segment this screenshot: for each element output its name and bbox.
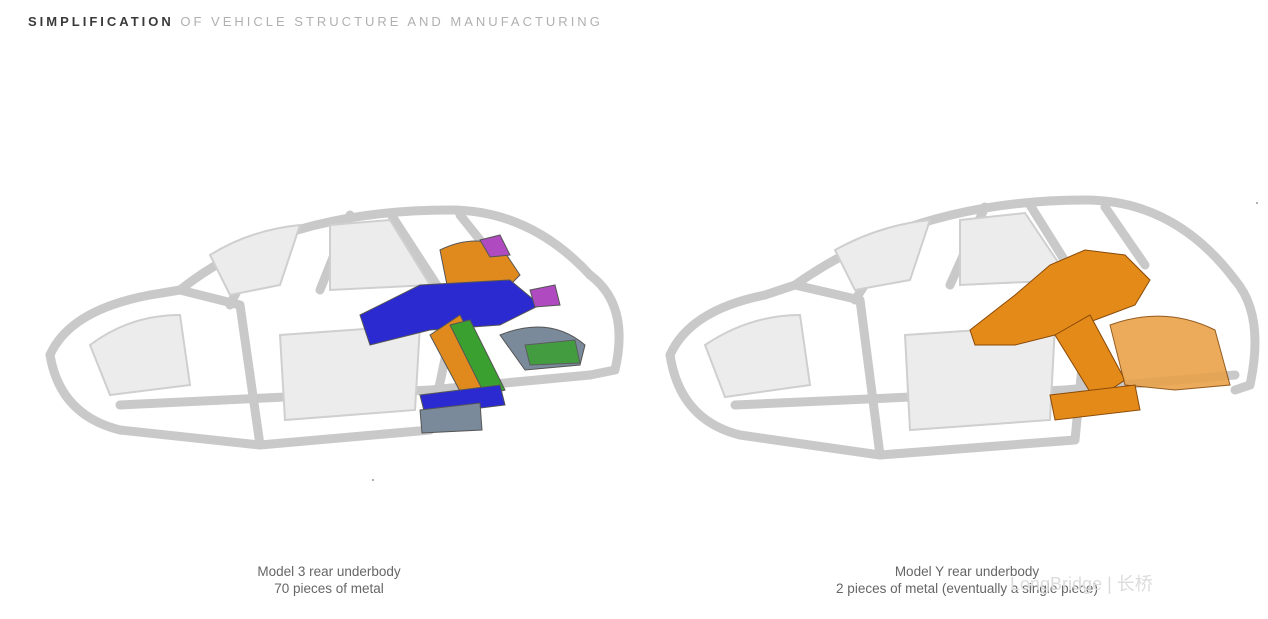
model-3-caption: Model 3 rear underbody 70 pieces of meta…: [257, 563, 400, 597]
model-y-body-illustration: [665, 195, 1260, 460]
model-3-caption-line2: 70 pieces of metal: [274, 581, 384, 596]
model-y-caption-line1: Model Y rear underbody: [894, 564, 1040, 579]
model-y-panels: [703, 211, 1072, 432]
watermark: LongBridge | 长桥: [1010, 574, 1153, 594]
model-3-body-illustration: [45, 205, 624, 450]
model-y-caption-line2: 2 pieces of metal (eventually a single p…: [836, 581, 1098, 596]
model-y-caption: Model Y rear underbody 2 pieces of metal…: [836, 563, 1098, 597]
slide-title-light: OF VEHICLE STRUCTURE AND MANUFACTURING: [180, 14, 603, 29]
slide-title: SIMPLIFICATION OF VEHICLE STRUCTURE AND …: [28, 14, 603, 29]
stray-dot: [1256, 202, 1258, 204]
model-3-panels: [88, 218, 432, 422]
stray-dot: [372, 479, 374, 481]
model-3-frame: [45, 205, 624, 450]
model-3-rear-underbody-parts: [359, 234, 586, 434]
model-y-rear-underbody-casting: [969, 249, 1231, 421]
slide-title-strong: SIMPLIFICATION: [28, 14, 174, 29]
model-3-caption-line1: Model 3 rear underbody: [257, 564, 401, 579]
